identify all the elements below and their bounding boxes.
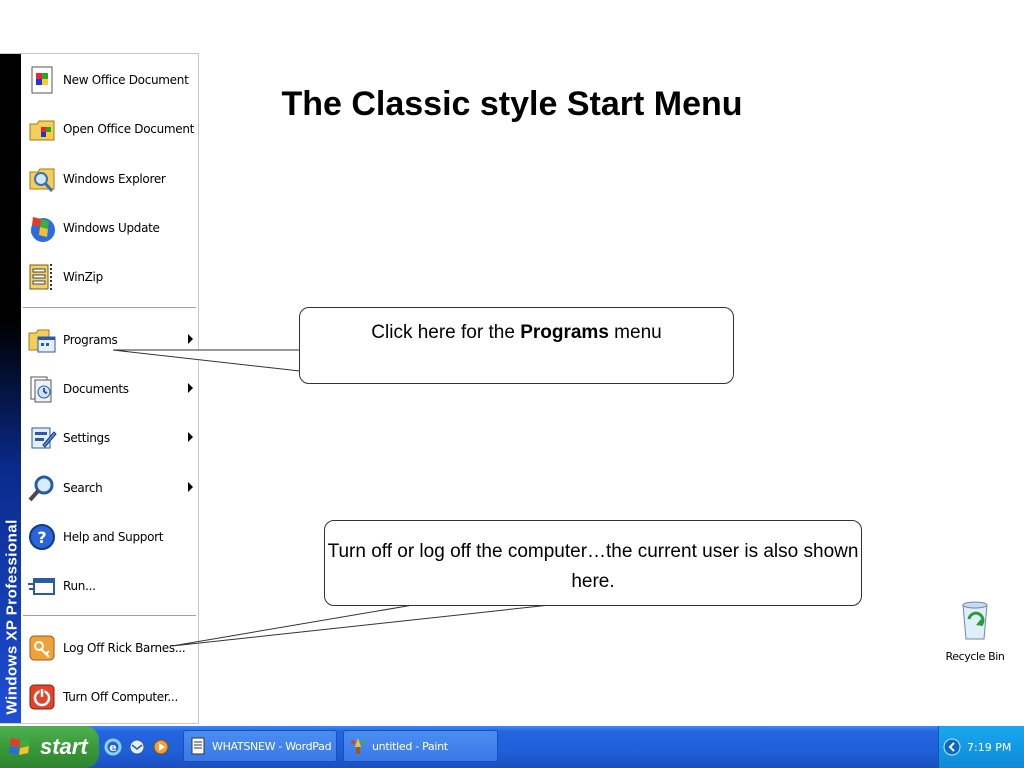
callout-log-off: Turn off or log off the computer…the cur…	[324, 520, 862, 606]
outlook-express-icon[interactable]	[128, 738, 146, 756]
log-off-icon	[27, 633, 57, 663]
quick-launch: e	[104, 734, 174, 760]
menu-item-label: New Office Document	[63, 73, 189, 87]
menu-item-run[interactable]: Run...	[21, 562, 197, 610]
new-office-document-icon	[27, 65, 57, 95]
menu-item-turn-off-computer[interactable]: Turn Off Computer...	[21, 673, 197, 721]
menu-item-label: Turn Off Computer...	[63, 690, 178, 704]
svg-text:e: e	[109, 741, 116, 754]
task-label: untitled - Paint	[372, 739, 448, 753]
start-label: start	[40, 734, 88, 759]
menu-item-label: Run...	[63, 579, 96, 593]
programs-icon	[27, 325, 57, 355]
clock[interactable]: 7:19 PM	[967, 740, 1012, 754]
task-button-wordpad[interactable]: WHATSNEW - WordPad	[183, 730, 337, 762]
menu-item-label: WinZip	[63, 270, 103, 284]
menu-item-label: Search	[63, 481, 103, 495]
task-label: WHATSNEW - WordPad	[212, 739, 332, 753]
open-office-document-icon	[27, 114, 57, 144]
menu-item-log-off[interactable]: Log Off Rick Barnes...	[21, 624, 197, 672]
menu-item-programs[interactable]: Programs	[21, 316, 197, 364]
menu-item-label: Log Off Rick Barnes...	[63, 641, 186, 655]
submenu-arrow-icon	[188, 432, 193, 442]
documents-icon	[27, 374, 57, 404]
menu-item-label: Windows Explorer	[63, 172, 166, 186]
menu-item-label: Open Office Document	[63, 122, 195, 136]
menu-item-help-and-support[interactable]: ? Help and Support	[21, 513, 197, 561]
winzip-icon	[27, 262, 57, 292]
desktop: The Classic style Start Menu Windows XP …	[0, 53, 1006, 724]
slide-title: The Classic style Start Menu	[281, 85, 743, 123]
search-icon	[27, 473, 57, 503]
submenu-arrow-icon	[188, 482, 193, 492]
menu-item-label: Settings	[63, 431, 110, 445]
start-menu: Windows XP Professional New Office Docum…	[0, 53, 199, 724]
media-player-icon[interactable]	[152, 738, 170, 756]
wordpad-icon	[191, 737, 205, 755]
help-icon: ?	[27, 522, 57, 552]
menu-separator	[23, 615, 196, 617]
task-button-paint[interactable]: untitled - Paint	[343, 730, 498, 762]
menu-item-label: Programs	[63, 333, 118, 347]
menu-item-settings[interactable]: Settings	[21, 414, 197, 462]
windows-explorer-icon	[27, 164, 57, 194]
power-icon	[27, 682, 57, 712]
menu-item-label: Documents	[63, 382, 129, 396]
system-tray: 7:19 PM	[938, 726, 1024, 768]
menu-item-label: Help and Support	[63, 530, 164, 544]
windows-update-icon	[27, 213, 57, 243]
submenu-arrow-icon	[188, 334, 193, 344]
menu-item-new-office-document[interactable]: New Office Document	[21, 56, 197, 104]
windows-xp-professional-band: Windows XP Professional	[0, 54, 21, 723]
menu-item-search[interactable]: Search	[21, 464, 197, 512]
start-button[interactable]: start	[0, 726, 99, 768]
recycle-bin-icon	[962, 601, 988, 640]
menu-item-windows-update[interactable]: Windows Update	[21, 204, 197, 252]
svg-text:?: ?	[37, 528, 46, 547]
show-hidden-icons-icon[interactable]	[943, 738, 961, 756]
run-icon	[27, 571, 57, 601]
menu-item-windows-explorer[interactable]: Windows Explorer	[21, 155, 197, 203]
paint-icon	[351, 738, 365, 754]
menu-item-winzip[interactable]: WinZip	[21, 253, 197, 301]
recycle-bin-label: Recycle Bin	[945, 650, 1005, 663]
internet-explorer-icon[interactable]: e	[104, 738, 122, 756]
menu-item-documents[interactable]: Documents	[21, 365, 197, 413]
settings-icon	[27, 423, 57, 453]
submenu-arrow-icon	[188, 383, 193, 393]
menu-item-label: Windows Update	[63, 221, 160, 235]
windows-logo-icon	[9, 738, 30, 755]
taskbar: start e WHATSNEW - WordPad untitled - Pa…	[0, 726, 1024, 768]
menu-separator	[23, 307, 196, 309]
recycle-bin[interactable]: Recycle Bin	[944, 597, 1006, 663]
menu-item-open-office-document[interactable]: Open Office Document	[21, 105, 197, 153]
callout-programs: Click here for the Programs menu	[299, 307, 734, 384]
